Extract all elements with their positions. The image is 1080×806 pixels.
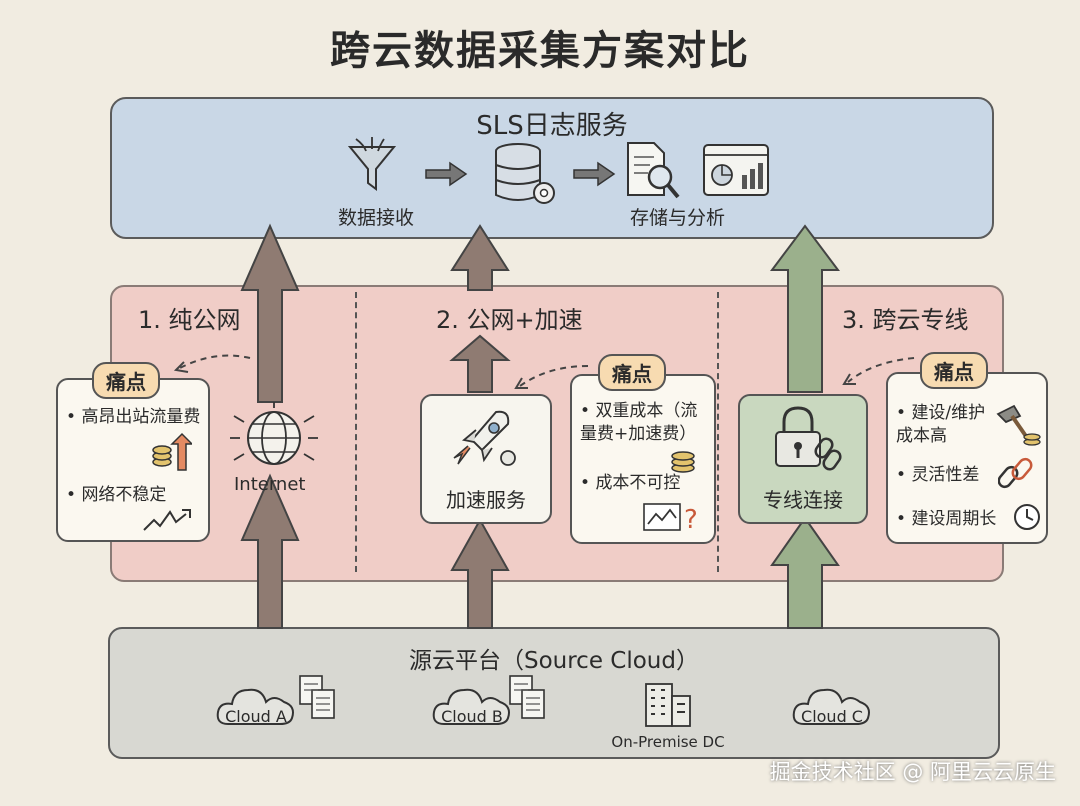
cloud-c-label: Cloud C (801, 707, 863, 726)
clock-icon (1014, 504, 1040, 530)
pain-text: 建设/维护成本高 (896, 403, 986, 446)
document-search-icon (627, 142, 680, 199)
pain-tag-accelerated: 痛点 (598, 354, 666, 391)
storage-label: 存储与分析 (630, 207, 726, 229)
cloud-icon (432, 688, 510, 725)
flow-arrow-icon (573, 161, 616, 187)
svg-text:?: ? (684, 505, 698, 534)
section-title-accelerated: 2. 公网+加速 (436, 306, 583, 334)
coins-icon (671, 451, 695, 473)
sls-title: SLS日志服务 (476, 111, 628, 141)
documents-icon (509, 675, 545, 719)
pain-item: • 建设/维护成本高 (896, 403, 986, 446)
pain-item: • 建设周期长 (896, 509, 997, 529)
internet-label: Internet (234, 474, 306, 495)
funnel-icon (347, 137, 397, 191)
trend-arrow-icon (143, 509, 191, 531)
pain-text: 灵活性差 (911, 465, 980, 485)
section-title-dedicated: 3. 跨云专线 (842, 306, 969, 334)
lock-chain-icon (775, 406, 842, 471)
on-premise-label: On-Premise DC (611, 733, 725, 751)
arrow-up-internet-out (240, 223, 300, 403)
pain-text: 网络不稳定 (81, 485, 167, 505)
question-chart-icon: ? (643, 503, 698, 534)
flow-arrow-icon (425, 161, 468, 187)
arrow-up-dedicated-in (770, 516, 840, 629)
pain-box-accelerated: • 双重成本（流量费+加速费） • 成本不可控 ? (570, 374, 716, 544)
arrow-up-acceleration-mid (449, 334, 511, 393)
cloud-icon (792, 688, 870, 725)
coins-rising-icon (152, 432, 192, 471)
section-title-public: 1. 纯公网 (138, 306, 241, 334)
database-gear-icon (495, 143, 555, 204)
pain-text: 建设周期长 (911, 509, 997, 529)
watermark: 掘金技术社区 @ 阿里云云原生 (769, 760, 1056, 784)
pain-text: 高昂出站流量费 (81, 407, 201, 427)
pain-tag-dedicated: 痛点 (920, 352, 988, 389)
chain-link-icon (998, 457, 1033, 489)
arrow-up-acceleration-out (450, 224, 510, 291)
rocket-icon (453, 410, 516, 466)
dedicated-line-label: 专线连接 (763, 488, 843, 512)
cloud-b-label: Cloud B (441, 707, 503, 726)
pain-item: • 灵活性差 (896, 465, 980, 485)
source-title: 源云平台（Source Cloud） (408, 648, 699, 674)
cloud-icon (216, 688, 294, 725)
sls-service-panel: SLS日志服务 数据接收 存储与分析 (110, 97, 994, 239)
arrow-up-dedicated-out (770, 224, 840, 393)
dedicated-line-box: 专线连接 (738, 394, 868, 524)
pain-box-dedicated: • 建设/维护成本高 • 灵活性差 • 建设周期长 (886, 372, 1048, 544)
pain-item: • 双重成本（流量费+加速费） (580, 401, 698, 444)
pain-item: • 高昂出站流量费 (66, 407, 201, 427)
pain-text: 双重成本（流量费+加速费） (580, 401, 698, 444)
arrow-up-acceleration-in (450, 517, 510, 629)
building-icon (645, 683, 691, 727)
receive-label: 数据接收 (338, 207, 415, 229)
globe-icon (230, 402, 318, 465)
arrow-up-internet-in (240, 473, 300, 629)
pain-box-public: • 高昂出站流量费 • 网络不稳定 (56, 378, 210, 542)
acceleration-label: 加速服务 (446, 488, 526, 512)
hammer-icon (996, 404, 1041, 446)
pain-tag-public: 痛点 (92, 362, 160, 399)
acceleration-service-box: 加速服务 (420, 394, 552, 524)
section-divider (717, 292, 719, 572)
section-divider (355, 292, 357, 572)
cloud-a-label: Cloud A (225, 707, 287, 726)
documents-icon (299, 675, 335, 719)
pain-item: • 成本不可控 (580, 473, 681, 493)
page-title: 跨云数据采集方案对比 (330, 28, 750, 74)
dashboard-icon (703, 144, 769, 196)
pain-text: 成本不可控 (595, 473, 681, 493)
pain-item: • 网络不稳定 (66, 485, 167, 505)
